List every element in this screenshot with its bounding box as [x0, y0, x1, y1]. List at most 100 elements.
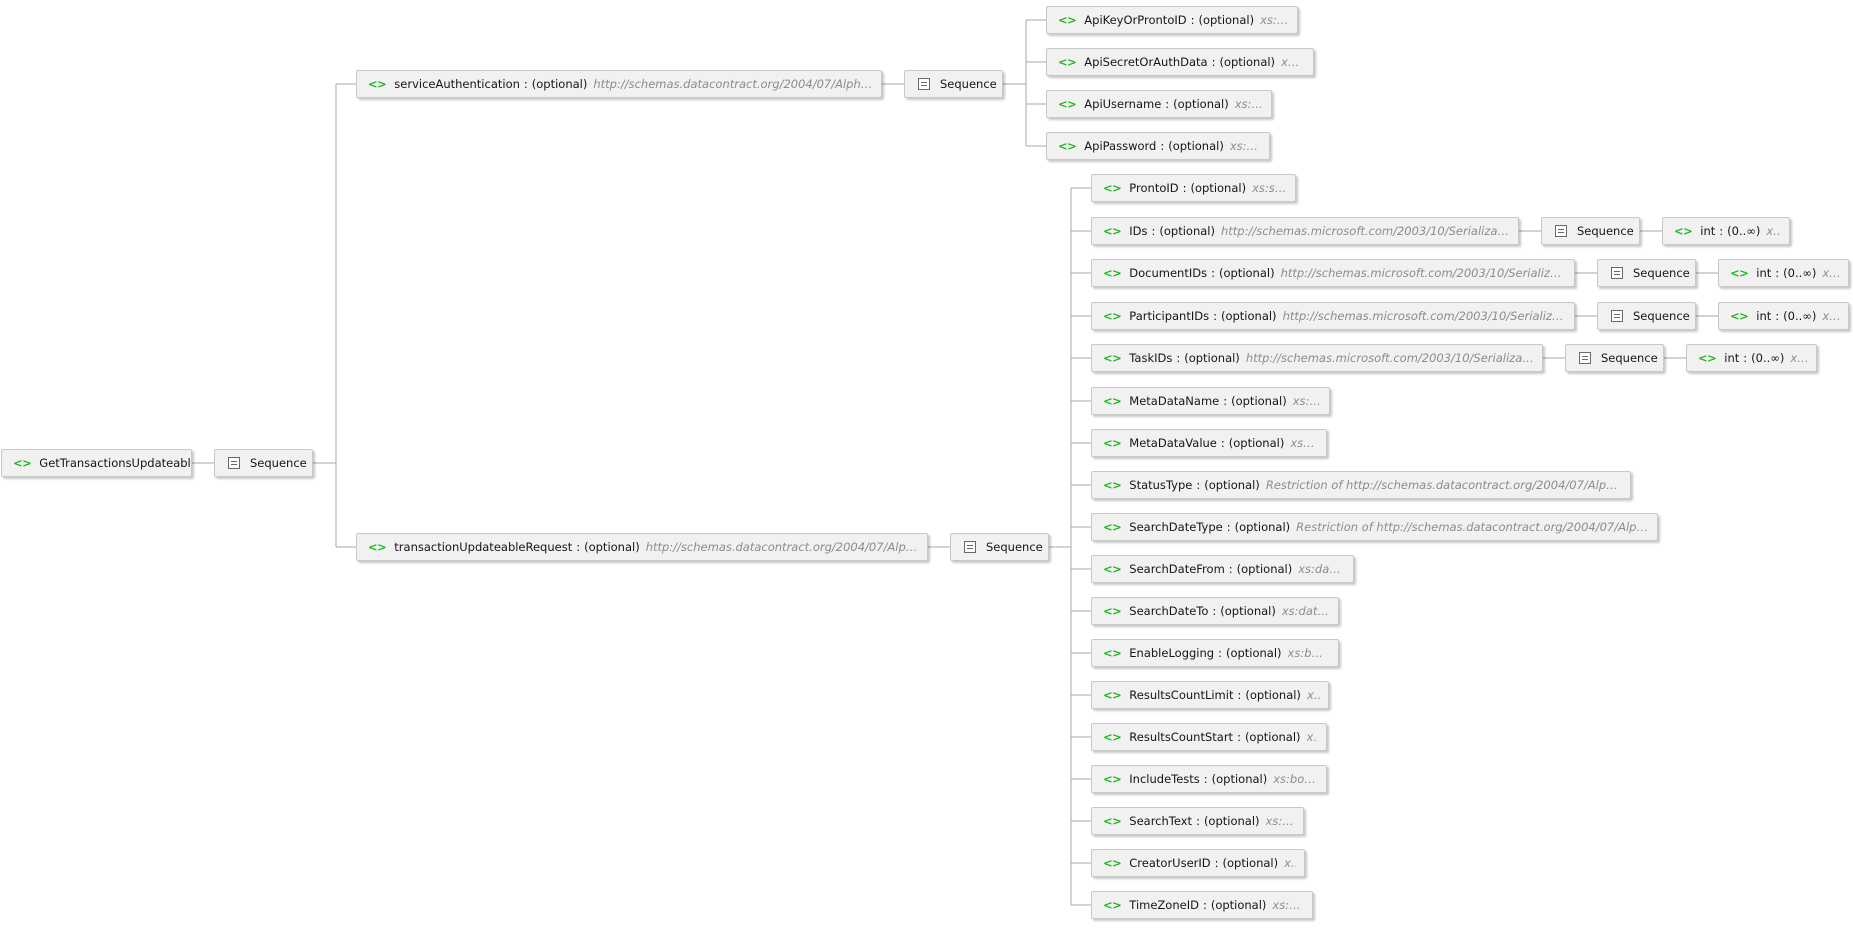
- element-type: xs:string: [1265, 814, 1295, 828]
- task-ids-node[interactable]: <> TaskIDs : (optional) http://schemas.m…: [1091, 344, 1543, 372]
- search-date-type-node[interactable]: <> SearchDateType : (optional) Restricti…: [1091, 513, 1658, 541]
- element-separator: :: [1151, 224, 1156, 238]
- element-name: int: [1700, 224, 1716, 238]
- element-type: xs:string: [1229, 139, 1261, 153]
- element-name: SearchText: [1129, 814, 1193, 828]
- ids-node[interactable]: <> IDs : (optional) http://schemas.micro…: [1091, 217, 1519, 245]
- element-name: IncludeTests: [1129, 772, 1200, 786]
- element-separator: :: [1182, 181, 1187, 195]
- api-key-or-pronto-id-node[interactable]: <> ApiKeyOrProntoID : (optional) xs:stri…: [1046, 6, 1298, 34]
- element-type: http://schemas.microsoft.com/2003/10/Ser…: [1282, 309, 1566, 323]
- element-name: ApiUsername: [1084, 97, 1162, 111]
- meta-data-value-node[interactable]: <> MetaDataValue : (optional) xs:string: [1091, 429, 1327, 457]
- element-icon: <>: [1103, 478, 1122, 492]
- results-count-start-node[interactable]: <> ResultsCountStart : (optional) xs:int: [1091, 723, 1327, 751]
- element-type: http://schemas.microsoft.com/2003/10/Ser…: [1245, 351, 1534, 365]
- element-name: transactionUpdateableRequest: [394, 540, 573, 554]
- sequence-label: Sequence: [1633, 309, 1690, 323]
- element-type: xs:string: [1292, 394, 1321, 408]
- search-text-node[interactable]: <> SearchText : (optional) xs:string: [1091, 807, 1304, 835]
- element-name: TimeZoneID: [1129, 898, 1199, 912]
- element-icon: <>: [1103, 266, 1122, 280]
- element-type: xs:boolean: [1287, 646, 1330, 660]
- include-tests-node[interactable]: <> IncludeTests : (optional) xs:boolean: [1091, 765, 1327, 793]
- element-icon: <>: [368, 540, 387, 554]
- element-icon: <>: [368, 77, 387, 91]
- sequence-icon: [1611, 267, 1623, 279]
- element-type: xs:string: [1260, 13, 1289, 27]
- enable-logging-node[interactable]: <> EnableLogging : (optional) xs:boolean: [1091, 639, 1339, 667]
- element-separator: :: [1165, 97, 1170, 111]
- element-separator: :: [1220, 436, 1225, 450]
- element-type: xs:boolean: [1273, 772, 1318, 786]
- element-name: GetTransactionsUpdateable: [39, 456, 192, 470]
- sequence-label: Sequence: [250, 456, 307, 470]
- document-ids-sequence-node[interactable]: Sequence: [1597, 259, 1696, 287]
- participant-ids-int-node[interactable]: <> int : (0..∞) xs:int: [1718, 302, 1849, 330]
- element-multiplicity: (optional): [1211, 772, 1268, 786]
- element-multiplicity: (optional): [1203, 814, 1260, 828]
- meta-data-name-node[interactable]: <> MetaDataName : (optional) xs:string: [1091, 387, 1330, 415]
- status-type-node[interactable]: <> StatusType : (optional) Restriction o…: [1091, 471, 1631, 499]
- participant-ids-node[interactable]: <> ParticipantIDs : (optional) http://sc…: [1091, 302, 1575, 330]
- element-icon: <>: [1103, 309, 1122, 323]
- element-icon: <>: [1103, 688, 1122, 702]
- element-multiplicity: (optional): [1190, 181, 1247, 195]
- task-ids-int-node[interactable]: <> int : (0..∞) xs:int: [1686, 344, 1817, 372]
- participant-ids-sequence-node[interactable]: Sequence: [1597, 302, 1696, 330]
- element-separator: :: [1211, 266, 1215, 280]
- element-icon: <>: [1103, 394, 1122, 408]
- element-type: xs:int: [1822, 266, 1840, 280]
- element-separator: :: [1719, 224, 1724, 238]
- element-multiplicity: (optional): [1220, 604, 1276, 618]
- api-password-node[interactable]: <> ApiPassword : (optional) xs:string: [1046, 132, 1270, 160]
- root-sequence-node[interactable]: Sequence: [214, 449, 313, 477]
- sequence-icon: [918, 78, 930, 90]
- transaction-request-sequence-node[interactable]: Sequence: [950, 533, 1049, 561]
- element-type: xs:string: [1234, 97, 1263, 111]
- element-multiplicity: (optional): [1210, 898, 1267, 912]
- root-element-node[interactable]: <> GetTransactionsUpdateable: [1, 449, 192, 477]
- element-icon: <>: [1058, 97, 1077, 111]
- element-separator: :: [1202, 898, 1207, 912]
- time-zone-id-node[interactable]: <> TimeZoneID : (optional) xs:string: [1091, 891, 1313, 919]
- element-separator: :: [1160, 139, 1165, 153]
- transaction-updateable-request-node[interactable]: <> transactionUpdateableRequest : (optio…: [356, 533, 928, 561]
- element-icon: <>: [13, 456, 32, 470]
- service-authentication-sequence-node[interactable]: Sequence: [904, 70, 1003, 98]
- ids-sequence-node[interactable]: Sequence: [1541, 217, 1640, 245]
- service-authentication-node[interactable]: <> serviceAuthentication : (optional) ht…: [356, 70, 882, 98]
- element-separator: :: [1196, 814, 1200, 828]
- api-secret-or-auth-data-node[interactable]: <> ApiSecretOrAuthData : (optional) xs:s…: [1046, 48, 1314, 76]
- sequence-icon: [1579, 352, 1591, 364]
- api-username-node[interactable]: <> ApiUsername : (optional) xs:string: [1046, 90, 1272, 118]
- element-multiplicity: (optional): [1231, 394, 1287, 408]
- ids-int-node[interactable]: <> int : (0..∞) xs:int: [1662, 217, 1790, 245]
- creator-user-id-node[interactable]: <> CreatorUserID : (optional) xs:int: [1091, 849, 1305, 877]
- sequence-label: Sequence: [1633, 266, 1690, 280]
- element-name: int: [1724, 351, 1740, 365]
- search-date-from-node[interactable]: <> SearchDateFrom : (optional) xs:dateTi…: [1091, 555, 1354, 583]
- element-icon: <>: [1058, 13, 1077, 27]
- element-type: xs:int: [1766, 224, 1781, 238]
- task-ids-sequence-node[interactable]: Sequence: [1565, 344, 1664, 372]
- element-name: ApiPassword: [1084, 139, 1157, 153]
- results-count-limit-node[interactable]: <> ResultsCountLimit : (optional) xs:int: [1091, 681, 1329, 709]
- pronto-id-node[interactable]: <> ProntoID : (optional) xs:string: [1091, 174, 1296, 202]
- element-type: http://schemas.microsoft.com/2003/10/Ser…: [1221, 224, 1510, 238]
- element-type: xs:dateTime: [1281, 604, 1330, 618]
- element-separator: :: [1203, 772, 1208, 786]
- element-multiplicity: (0..∞): [1727, 224, 1761, 238]
- element-multiplicity: (0..∞): [1783, 266, 1817, 280]
- search-date-to-node[interactable]: <> SearchDateTo : (optional) xs:dateTime: [1091, 597, 1339, 625]
- element-name: int: [1756, 309, 1772, 323]
- element-icon: <>: [1103, 646, 1122, 660]
- element-multiplicity: (0..∞): [1783, 309, 1817, 323]
- element-multiplicity: (optional): [1219, 55, 1276, 69]
- element-separator: :: [1237, 688, 1242, 702]
- document-ids-node[interactable]: <> DocumentIDs : (optional) http://schem…: [1091, 259, 1575, 287]
- document-ids-int-node[interactable]: <> int : (0..∞) xs:int: [1718, 259, 1849, 287]
- element-type: Restriction of http://schemas.datacontra…: [1296, 520, 1649, 534]
- element-name: MetaDataValue: [1129, 436, 1217, 450]
